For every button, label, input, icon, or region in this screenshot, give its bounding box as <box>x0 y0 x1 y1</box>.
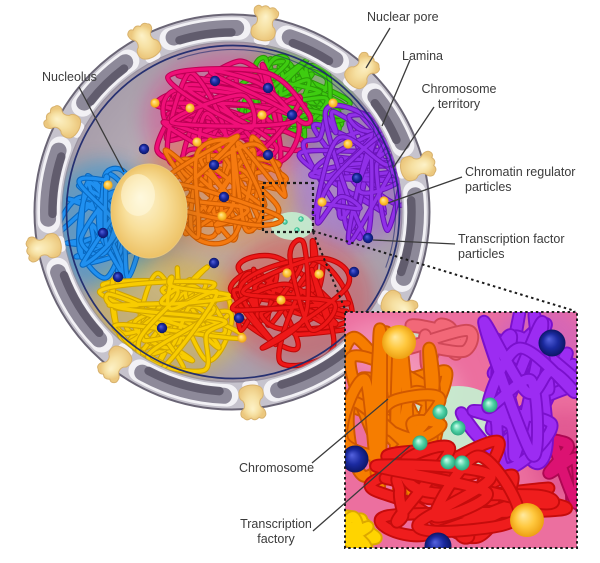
transcription-factor-particles-label: Transcription factor particles <box>458 232 565 261</box>
nuclear-envelope <box>25 4 437 421</box>
zoom-box <box>261 181 315 234</box>
nucleolus-pointer <box>78 86 125 173</box>
inset-chromosome-red <box>363 434 573 545</box>
lamina-pointer <box>381 59 411 127</box>
nuclear-pore <box>43 105 85 139</box>
transcription-factory-pointer <box>312 445 411 532</box>
chromosome-pointer <box>311 398 389 464</box>
nuclear-pore <box>127 22 162 63</box>
chromosome-territory-yellow <box>96 264 246 378</box>
inset-border <box>344 311 578 549</box>
chromosome-territory-pointer <box>392 106 435 169</box>
inset-chromosome-yellow <box>345 509 383 548</box>
nuclear-pore <box>97 343 133 384</box>
chromosome-label: Chromosome <box>239 461 315 475</box>
nuclear-pore <box>25 233 66 263</box>
chromatin-regulator-pointer <box>387 176 463 204</box>
lamina-label: Lamina <box>402 49 443 63</box>
lamina-line <box>65 44 401 380</box>
zoom-connector-right <box>312 230 576 312</box>
nuclear-pore-pointer <box>365 27 391 69</box>
transcription-factory-label: Transcription factory <box>240 517 312 546</box>
chromosome-territory-red <box>227 237 368 369</box>
nuclear-pore-label: Nuclear pore <box>367 10 439 24</box>
chromatin-regulator-particles-label: Chromatin regulator particles <box>465 165 576 194</box>
transcription-factor-pointer <box>372 239 456 245</box>
chromosome-territory-label: Chromosome territory <box>421 82 497 111</box>
nuclear-pore <box>396 150 437 182</box>
nuclear-pore <box>238 380 267 421</box>
nuclear-pore <box>250 4 280 46</box>
nucleoplasm <box>61 41 403 383</box>
zoom-inset <box>345 312 577 548</box>
nucleolus-label: Nucleolus <box>42 70 97 84</box>
nuclear-particles <box>97 75 389 343</box>
